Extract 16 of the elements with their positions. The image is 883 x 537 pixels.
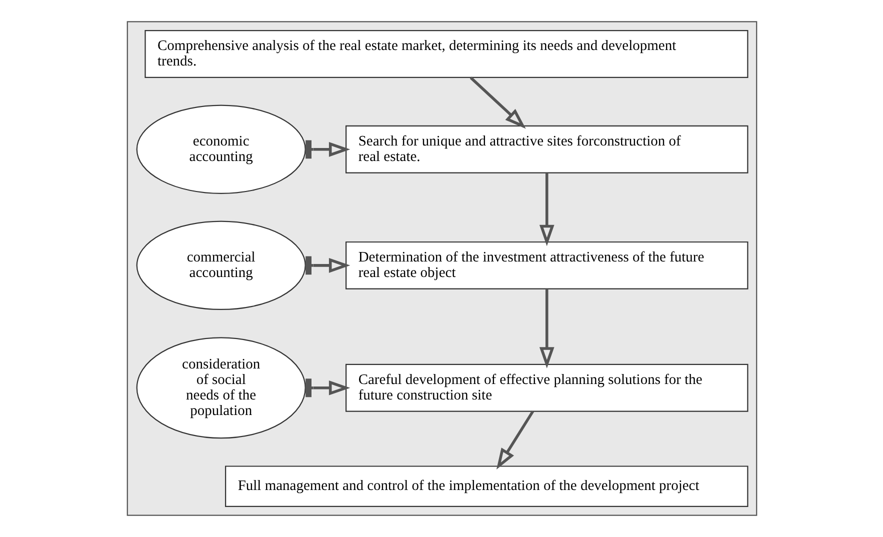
arrow bbox=[304, 256, 350, 275]
node-box: Determination of the investment attractiveness of the future real estate object bbox=[345, 241, 748, 290]
node-box: Search for unique and attractive sites forconstruction of real estate. bbox=[345, 125, 748, 174]
arrow bbox=[469, 76, 526, 129]
cluster bbox=[126, 21, 757, 516]
arrow bbox=[538, 288, 554, 368]
node-ellipse: consideration of social needs of the population bbox=[136, 337, 306, 439]
node-ellipse: economic accounting bbox=[136, 104, 306, 194]
node-box: Full management and control of the implementation of the development project bbox=[224, 466, 748, 507]
arrow bbox=[304, 378, 350, 398]
node-box: Comprehensive analysis of the real estate market, determining its needs and development trends. bbox=[144, 30, 748, 78]
arrow bbox=[304, 140, 350, 159]
node-box: Careful development of effective planning solutions for the future construction site bbox=[345, 364, 748, 412]
arrow bbox=[538, 173, 554, 246]
arrow bbox=[496, 410, 534, 470]
node-ellipse: commercial accounting bbox=[136, 220, 306, 310]
